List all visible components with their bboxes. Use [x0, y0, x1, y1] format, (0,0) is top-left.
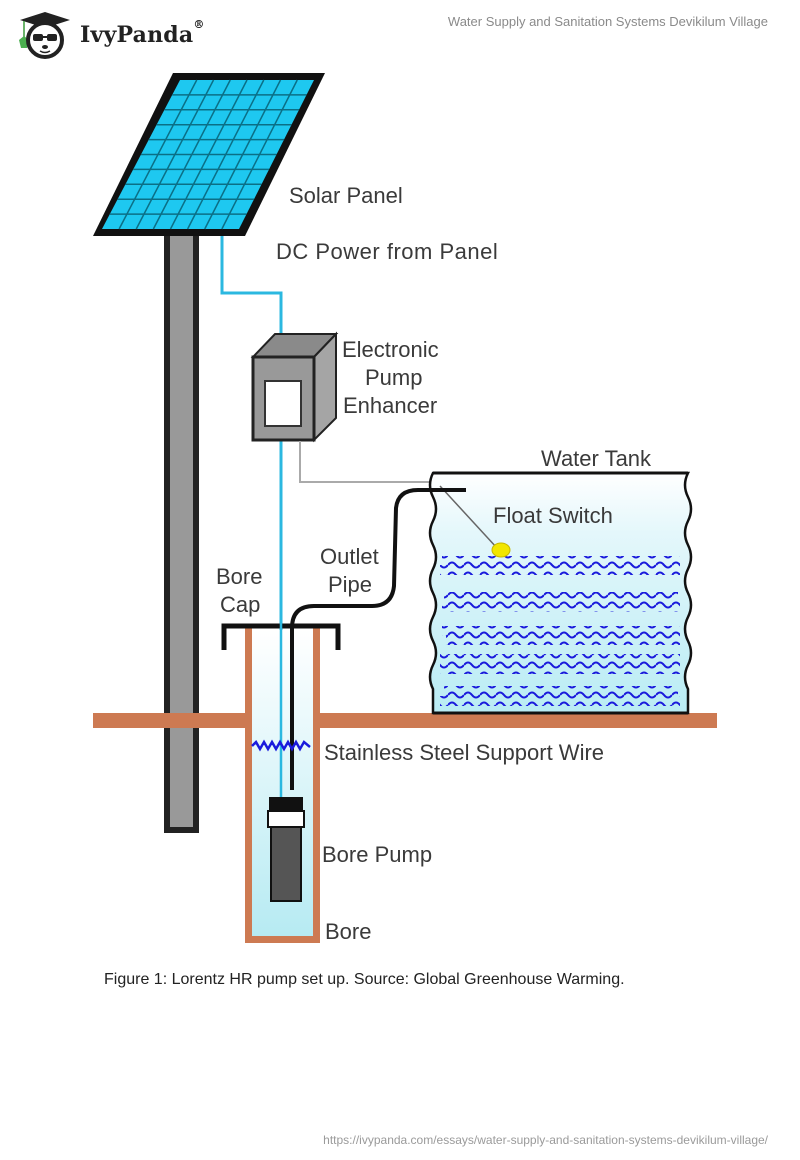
- document-title: Water Supply and Sanitation Systems Devi…: [447, 14, 768, 29]
- label-enhancer-3: Enhancer: [343, 393, 437, 418]
- label-bore-cap-2: Cap: [220, 592, 260, 617]
- label-water-tank: Water Tank: [541, 446, 652, 471]
- electronic-pump-enhancer: [250, 331, 339, 443]
- outlet-pipe: [290, 488, 466, 790]
- bore-shaft: [245, 628, 320, 943]
- pump-setup-diagram: Solar Panel DC Power from Panel Electron…: [93, 73, 717, 944]
- label-bore: Bore: [325, 919, 371, 944]
- support-wire-clamp: [251, 739, 311, 752]
- label-float-switch: Float Switch: [493, 503, 613, 528]
- label-outlet-2: Pipe: [328, 572, 372, 597]
- label-solar-panel: Solar Panel: [289, 183, 403, 208]
- label-bore-cap-1: Bore: [216, 564, 262, 589]
- label-dc-power: DC Power from Panel: [276, 239, 498, 264]
- ivypanda-logo[interactable]: IvyPanda®: [16, 10, 205, 60]
- label-outlet-1: Outlet: [320, 544, 379, 569]
- label-enhancer-2: Pump: [365, 365, 422, 390]
- panda-graduate-icon: [19, 12, 70, 59]
- source-url[interactable]: https://ivypanda.com/essays/water-supply…: [323, 1133, 768, 1147]
- water-tank: [428, 471, 693, 715]
- water-waves: [440, 556, 680, 706]
- ground: [93, 713, 717, 728]
- figure-caption: Figure 1: Lorentz HR pump set up. Source…: [104, 971, 625, 988]
- brand-name: IvyPanda®: [80, 18, 205, 48]
- label-bore-pump: Bore Pump: [322, 842, 432, 867]
- panel-pole: [164, 230, 199, 833]
- float-switch: [439, 485, 511, 558]
- bore-pump: [267, 797, 305, 902]
- label-enhancer-1: Electronic: [342, 337, 439, 362]
- label-support-wire: Stainless Steel Support Wire: [324, 740, 604, 765]
- solar-panel: [93, 73, 325, 236]
- control-wire: [299, 441, 437, 483]
